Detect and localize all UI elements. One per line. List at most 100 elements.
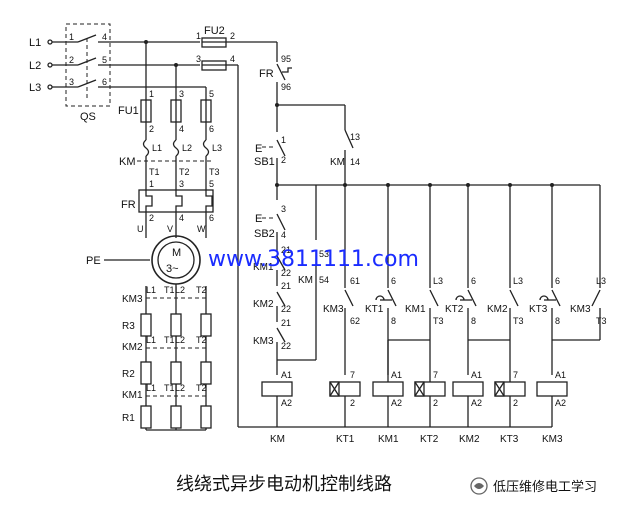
- fu2-pin-4: 4: [230, 54, 235, 64]
- coil-kt2-7: 7: [433, 370, 438, 380]
- coil-kt1-7: 7: [350, 370, 355, 380]
- coil-label-km: KM: [270, 434, 285, 445]
- coil-km3: [536, 381, 568, 397]
- r3-label: R3: [122, 321, 135, 332]
- fr-overload: FR 1 3 5 2 4 6 U V W: [121, 179, 214, 238]
- fr-pin-95: 95: [281, 54, 291, 64]
- fr-contact-label: FR: [259, 68, 274, 80]
- fu1-out-l3: L3: [212, 143, 222, 153]
- coil-kt1-2: 2: [350, 398, 355, 408]
- fu1-pin-5: 5: [209, 89, 214, 99]
- fr-pin-4: 4: [179, 213, 184, 223]
- km-main-contacts: KM T1 T2 T3: [119, 156, 220, 190]
- coil-row: A1 A2 7 2 A1 A2 7 2 A1 A2 7 2: [238, 340, 568, 445]
- qs-pin-out-4: 4: [102, 32, 107, 42]
- branch-contacts: 61 KM3 62 6 KT1 8 L3 KM1 T3 6 KT2 8 L3: [323, 183, 607, 375]
- branch4-label: KM2: [487, 304, 508, 315]
- rotor-km3-label: KM3: [122, 294, 143, 305]
- coil-km3-a1: A1: [555, 370, 566, 380]
- coil-km2-a2: A2: [471, 398, 482, 408]
- km-hold-pin-14: 14: [350, 157, 360, 167]
- branch2-label: KM1: [405, 304, 426, 315]
- sb1-label: SB1: [254, 156, 275, 168]
- km-main-label: KM: [119, 156, 136, 168]
- sb1-pin-2: 2: [281, 155, 286, 165]
- interlock-km1-label: KM1: [253, 262, 274, 273]
- r2-label: R2: [122, 369, 135, 380]
- km2-term-l1: L1: [146, 335, 156, 345]
- km1-term-t2: T2: [196, 383, 207, 393]
- km-side-pin-54: 54: [319, 275, 329, 285]
- fu1-pin-6: 6: [209, 124, 214, 134]
- control-main: 95 FR 96 1 E SB1 2 3 E SB2 4: [254, 42, 600, 252]
- km3-il-pin-22: 22: [281, 341, 291, 351]
- qs-pin-out-6: 6: [102, 77, 107, 87]
- fr-pin-96: 96: [281, 82, 291, 92]
- motor-name: M: [172, 247, 181, 259]
- motor-outer: [151, 235, 201, 285]
- terminal-l3: [47, 84, 53, 90]
- branch6-label: KM3: [570, 304, 591, 315]
- km-hold-pin-13: 13: [350, 132, 360, 142]
- km1-il-pin-22: 22: [281, 268, 291, 278]
- km2-term-t2: T2: [196, 335, 207, 345]
- km-hold-label: KM: [330, 157, 345, 168]
- line-inputs: L1 L2 L3: [29, 37, 78, 94]
- km2-il-pin-21: 21: [281, 281, 291, 291]
- diagram-title: 线绕式异步电动机控制线路: [176, 474, 392, 495]
- fu1-label: FU1: [118, 105, 139, 117]
- coil-label-kt3: KT3: [500, 434, 519, 445]
- km-t1: T1: [149, 167, 160, 177]
- km1-term-t1: T1: [164, 383, 175, 393]
- fu2-pin-1: 1: [196, 31, 201, 41]
- sb2-e-mark: E: [255, 213, 262, 225]
- fu1-pin-4: 4: [179, 124, 184, 134]
- watermark-url: www.3811111.com: [208, 247, 419, 272]
- branch4-pin-a: L3: [513, 276, 523, 286]
- fu1-out-l2: L2: [182, 143, 192, 153]
- rotor-km1-label: KM1: [122, 390, 143, 401]
- km2-il-pin-22: 22: [281, 304, 291, 314]
- branch2-pin-b: T3: [433, 316, 444, 326]
- km1-term-l2: L2: [175, 383, 185, 393]
- fu1-out-l1: L1: [152, 143, 162, 153]
- coil-label-kt2: KT2: [420, 434, 439, 445]
- branch5-pin-a: 6: [555, 276, 560, 286]
- km3-term-l1: L1: [146, 285, 156, 295]
- coil-km2: [452, 381, 484, 397]
- branch3-pin-a: 6: [471, 276, 476, 286]
- km-side-pin-53: 53: [319, 249, 329, 259]
- coil-label-km1: KM1: [378, 434, 399, 445]
- coil-km2-a1: A1: [471, 370, 482, 380]
- terminal-l2: [47, 62, 53, 68]
- fu1-pin-1: 1: [149, 89, 154, 99]
- branch0-pin-b: 62: [350, 316, 360, 326]
- fu1-fuses: FU1 1 3 5 2 4 6 L1 L2 L3: [118, 89, 222, 157]
- km3-term-t2: T2: [196, 285, 207, 295]
- km3-il-pin-21: 21: [281, 318, 291, 328]
- brand-logo-icon: [470, 477, 488, 495]
- coil-km-a2: A2: [281, 398, 292, 408]
- qs-pin-in-1: 1: [69, 32, 74, 42]
- branch0-pin-a: 61: [350, 276, 360, 286]
- fu1-pin-3: 3: [179, 89, 184, 99]
- qs-pin-in-2: 2: [69, 55, 74, 65]
- branch3-label: KT2: [445, 304, 464, 315]
- rotor-circuit: KM3 L1 T1 L2 T2 R3 KM2 L1 T1 L2 T2 R2 KM…: [122, 285, 212, 431]
- coil-label-km3: KM3: [542, 434, 563, 445]
- coil-label-km2: KM2: [459, 434, 480, 445]
- motor-term-w: W: [197, 224, 206, 234]
- terminal-l1: [47, 39, 53, 45]
- fu2-label: FU2: [204, 25, 225, 37]
- branch3-pin-b: 8: [471, 316, 476, 326]
- qs-pin-out-5: 5: [102, 55, 107, 65]
- branch1-label: KT1: [365, 304, 384, 315]
- qs-label: QS: [80, 111, 96, 123]
- coil-kt2-2: 2: [433, 398, 438, 408]
- sb2-label: SB2: [254, 228, 275, 240]
- sb2-pin-3: 3: [281, 204, 286, 214]
- fr-pin-3: 3: [179, 179, 184, 189]
- motor-term-v: V: [167, 224, 173, 234]
- line-l3-label: L3: [29, 82, 41, 94]
